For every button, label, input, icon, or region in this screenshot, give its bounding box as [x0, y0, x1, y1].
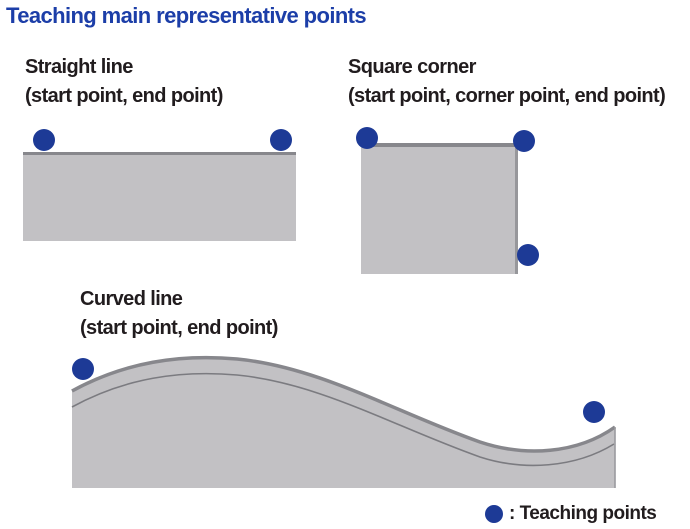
square-corner-workpiece	[361, 143, 518, 274]
curved-line-name: Curved line	[80, 288, 183, 310]
curved-workpiece-inner-line	[71, 372, 615, 467]
curved-workpiece-top-edge	[71, 355, 617, 453]
teaching-point-marker	[33, 129, 55, 151]
curved-line-label: Curved line (start point, end point)	[80, 285, 278, 343]
square-corner-detail: (start point, corner point, end point)	[348, 85, 666, 107]
legend-label: : Teaching points	[509, 503, 657, 524]
curved-line-detail: (start point, end point)	[80, 317, 278, 339]
curved-line-workpiece	[71, 355, 617, 488]
teaching-point-marker	[513, 130, 535, 152]
straight-line-label: Straight line (start point, end point)	[25, 53, 223, 111]
teaching-point-marker	[72, 358, 94, 380]
straight-line-name: Straight line	[25, 56, 133, 78]
teaching-point-legend-icon	[485, 505, 503, 523]
teaching-point-marker	[270, 129, 292, 151]
curved-workpiece-body	[72, 357, 615, 488]
teaching-point-marker	[356, 127, 378, 149]
diagram-title: Teaching main representative points	[6, 3, 367, 28]
legend: : Teaching points	[485, 503, 657, 525]
straight-line-detail: (start point, end point)	[25, 85, 223, 107]
square-corner-name: Square corner	[348, 56, 476, 78]
straight-line-workpiece	[23, 152, 296, 241]
teaching-point-marker	[517, 244, 539, 266]
teaching-point-marker	[583, 401, 605, 423]
square-corner-label: Square corner (start point, corner point…	[348, 53, 666, 111]
